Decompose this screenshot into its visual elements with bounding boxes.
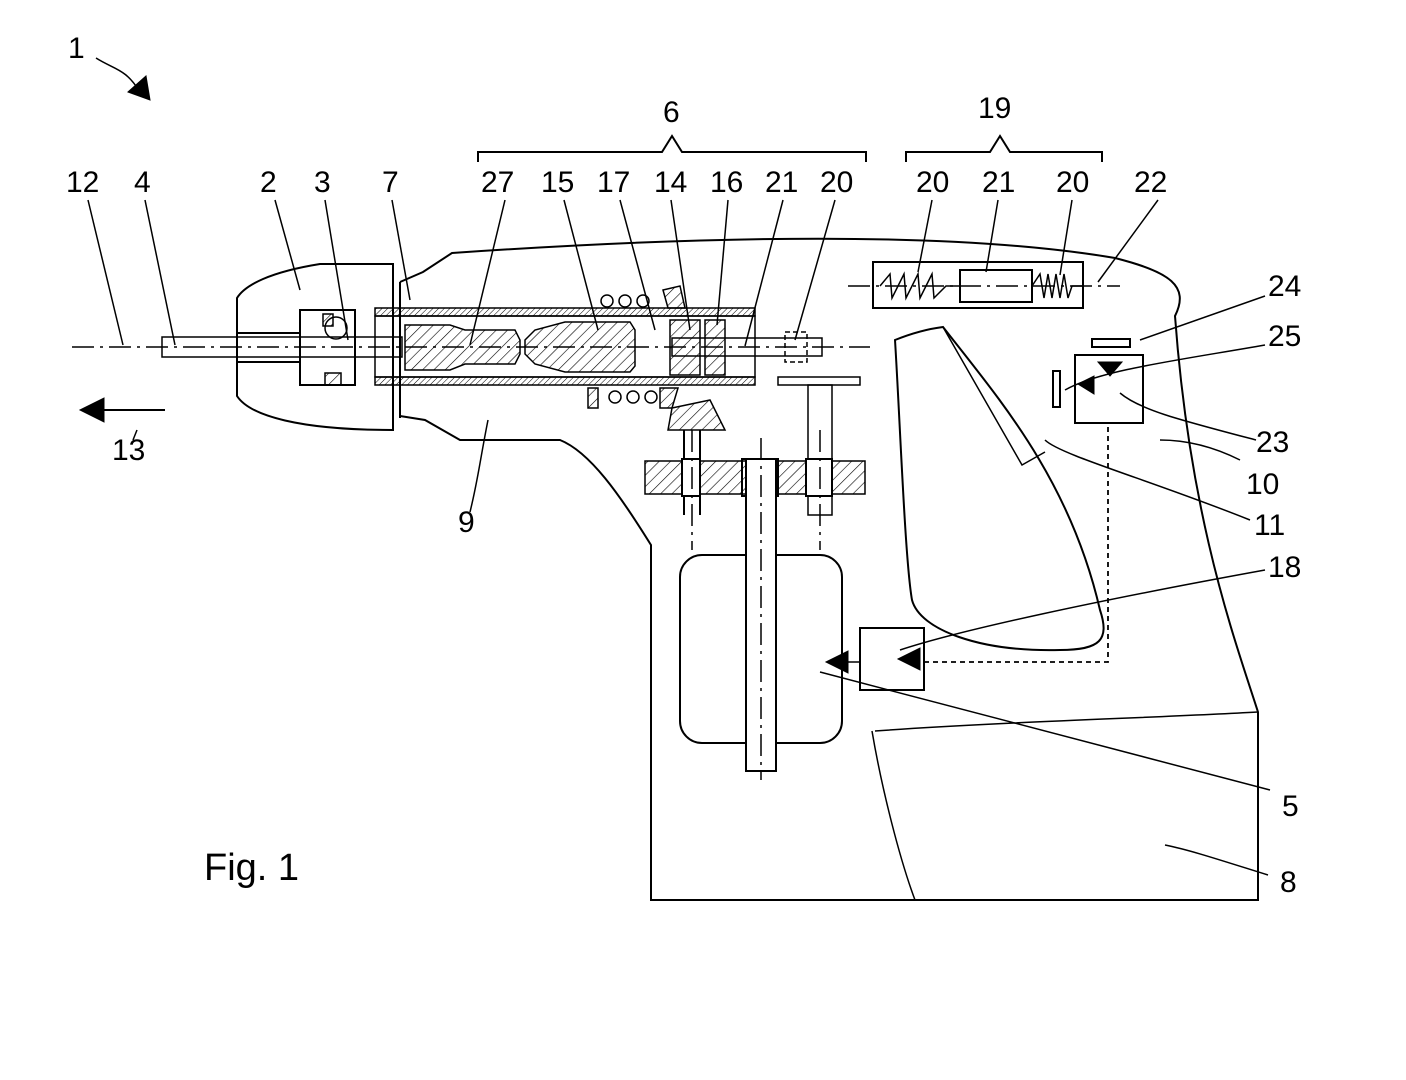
label-23: 23: [1256, 426, 1289, 459]
label-19: 19: [978, 92, 1011, 125]
label-17: 17: [597, 166, 630, 199]
label-7: 7: [382, 166, 399, 199]
label-20b: 20: [916, 166, 949, 199]
figure-caption: Fig. 1: [204, 847, 299, 889]
label-2: 2: [260, 166, 277, 199]
label-4: 4: [134, 166, 151, 199]
label-6: 6: [663, 96, 680, 129]
label-18: 18: [1268, 551, 1301, 584]
label-24: 24: [1268, 270, 1301, 303]
label-25: 25: [1268, 320, 1301, 353]
label-15: 15: [541, 166, 574, 199]
label-20c: 20: [1056, 166, 1089, 199]
label-1: 1: [68, 32, 85, 65]
label-8: 8: [1280, 866, 1297, 899]
label-22: 22: [1134, 166, 1167, 199]
label-11: 11: [1254, 509, 1285, 542]
label-12: 12: [66, 166, 99, 199]
label-9: 9: [458, 506, 475, 539]
label-14: 14: [654, 166, 687, 199]
label-27: 27: [481, 166, 514, 199]
label-16: 16: [710, 166, 743, 199]
brackets: [478, 136, 1102, 162]
label-3: 3: [314, 166, 331, 199]
label-21a: 21: [765, 166, 798, 199]
label-13: 13: [112, 434, 145, 467]
label-10: 10: [1246, 468, 1279, 501]
label-5: 5: [1282, 790, 1299, 823]
sensor: [1053, 339, 1143, 423]
spring-mass: [848, 262, 1120, 308]
label-21b: 21: [982, 166, 1015, 199]
label-20a: 20: [820, 166, 853, 199]
